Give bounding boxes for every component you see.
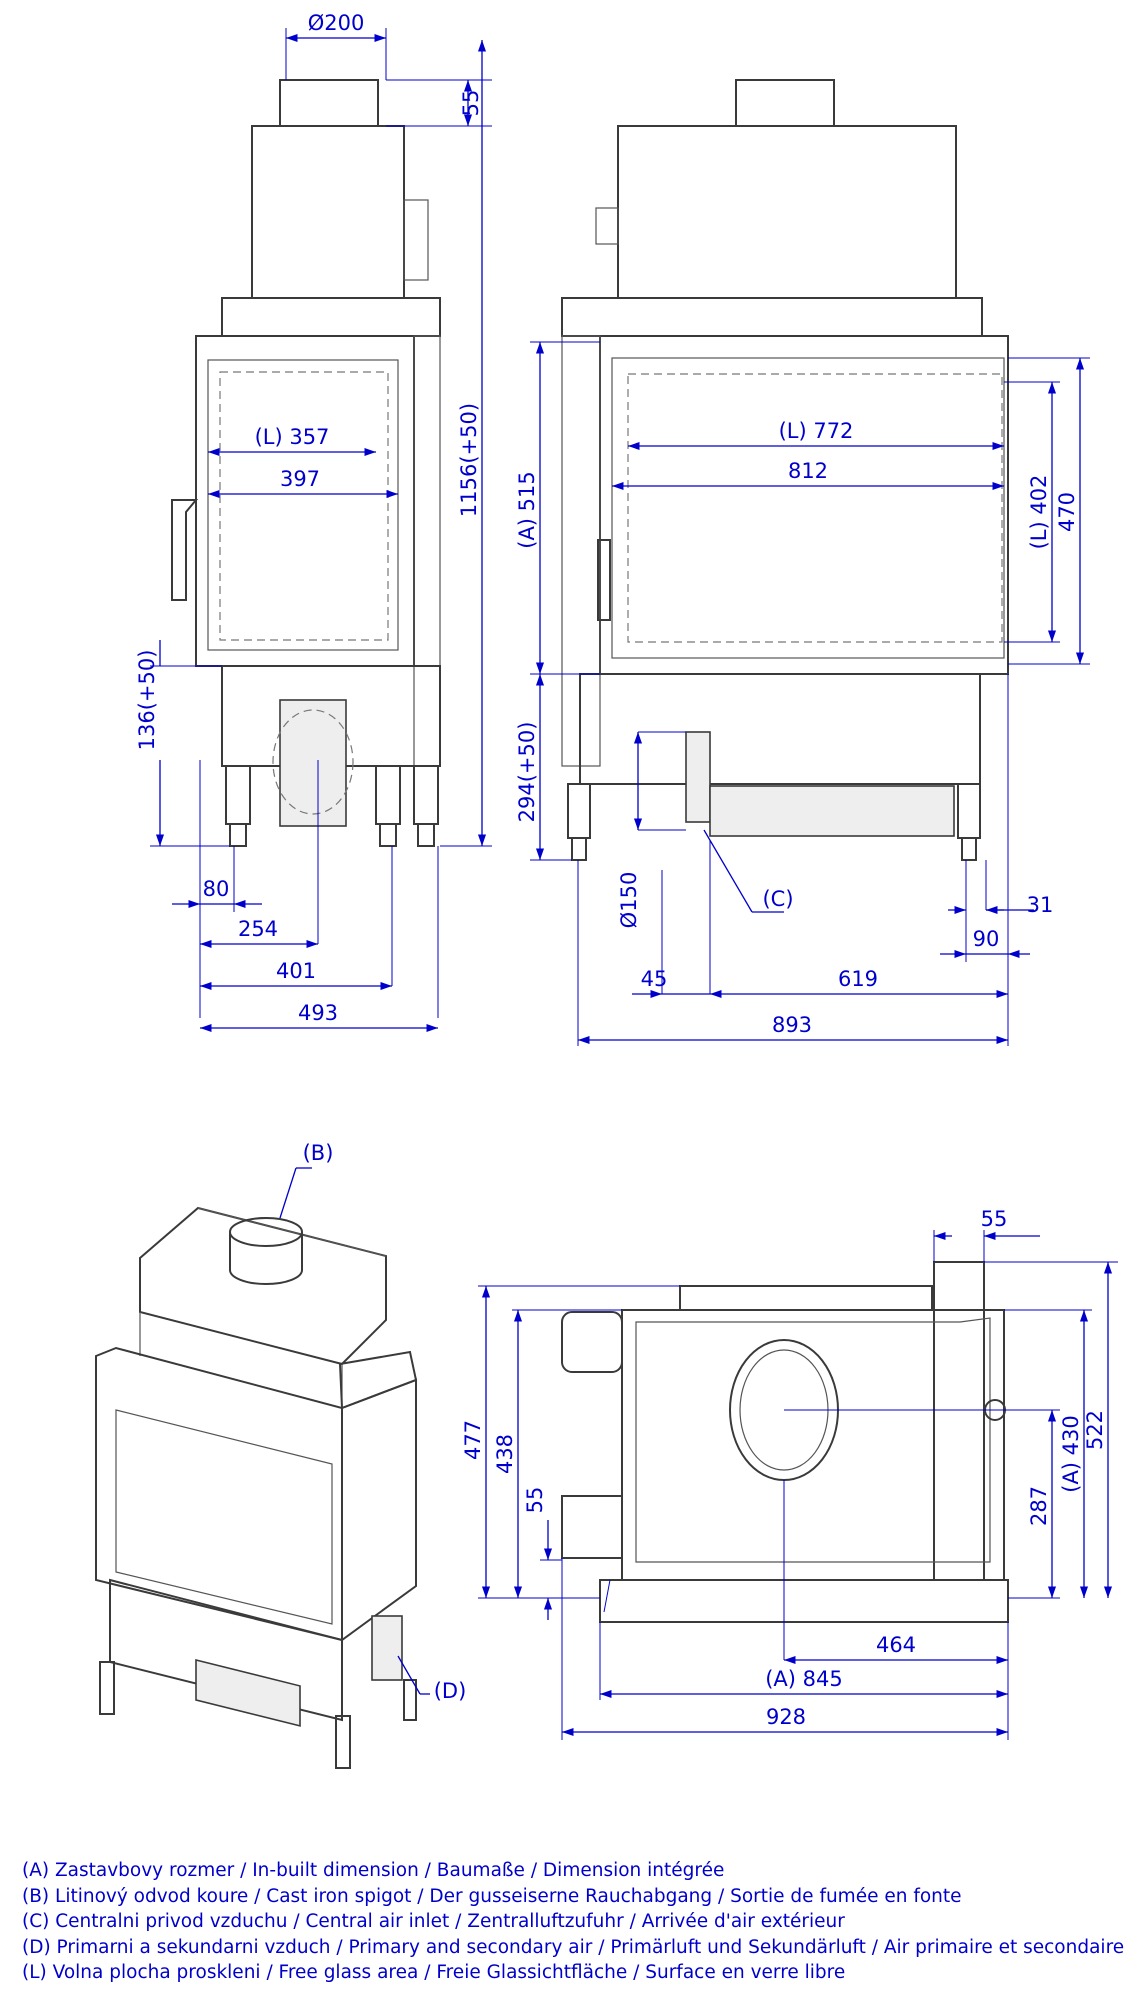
dim-front-bottom-height: 294(+50): [515, 722, 539, 823]
dim-plan-287: 287: [1027, 1486, 1051, 1526]
front-top-ledge: [561, 297, 983, 337]
side-top-ledge: [221, 297, 441, 337]
iso-leg-front-right: [335, 1715, 351, 1769]
dim-front-height-A: (A) 515: [515, 471, 539, 549]
front-ash-drawer: [709, 785, 955, 837]
dim-plan-522: 522: [1083, 1410, 1107, 1450]
iso-air-label: (D): [434, 1679, 467, 1703]
dim-plan-55-top: 55: [981, 1207, 1008, 1231]
side-view: Ø200 55 1156(+50) (L) 357 397 136(+50) 8…: [135, 11, 492, 1033]
dim-side-glass-L: (L) 357: [255, 425, 330, 449]
side-flue-spigot: [279, 79, 379, 127]
front-air-duct: [685, 731, 711, 823]
legend-row-L: (L) Volna plocha proskleni / Free glass …: [22, 1962, 846, 1983]
front-door-frame: [599, 335, 1009, 675]
legend-row-D: (D) Primarni a sekundarni vzduch / Prima…: [22, 1936, 1125, 1958]
side-leg-rear: [413, 765, 439, 825]
legend: (A) Zastavbovy rozmer / In-built dimensi…: [22, 1858, 1125, 1986]
dim-plan-464: 464: [876, 1633, 916, 1657]
dim-side-glass-width: 397: [280, 467, 320, 491]
plan-inner-outline: [635, 1317, 991, 1563]
iso-leg-rear: [403, 1679, 417, 1721]
dim-plan-55-left: 55: [523, 1487, 547, 1514]
side-leg-left: [225, 765, 251, 825]
dim-glass-height: 470: [1055, 492, 1079, 532]
dim-front-90: 90: [973, 927, 1000, 951]
dim-plan-928: 928: [766, 1705, 806, 1729]
dim-front-31: 31: [1027, 893, 1054, 917]
side-door-handle: [171, 499, 199, 601]
dim-glass-height-L: (L) 402: [1027, 475, 1051, 550]
iso-top-ledge: [338, 1350, 418, 1410]
front-leg-right: [957, 783, 981, 839]
iso-front-glass: [115, 1409, 333, 1625]
dim-flue-diameter: Ø200: [308, 11, 365, 35]
front-lower-body: [579, 673, 981, 785]
plan-top-rail: [679, 1285, 933, 1311]
isometric-view: (B) (D): [95, 1141, 467, 1769]
front-leg-left: [567, 783, 591, 839]
iso-ash-drawer: [195, 1659, 301, 1727]
front-glass-frame: [611, 357, 1005, 659]
side-foot-left: [229, 823, 247, 847]
plan-view: 55 477 438 55 287 (A) 430 522 464 (A) 84…: [461, 1207, 1118, 1740]
dim-side-493: 493: [298, 1001, 338, 1025]
iso-air-control: [371, 1615, 403, 1681]
side-foot-rear: [417, 823, 435, 847]
front-upper-box: [617, 125, 957, 299]
plan-spigot-left: [561, 1311, 623, 1373]
legend-row-A: (A) Zastavbovy rozmer / In-built dimensi…: [22, 1860, 725, 1881]
front-side-collar: [595, 207, 619, 245]
side-upper-box: [251, 125, 405, 299]
side-door-frame: [195, 335, 415, 667]
dim-flue-height: 55: [459, 90, 483, 117]
dim-plan-438: 438: [493, 1434, 517, 1474]
front-flue-spigot: [735, 79, 835, 127]
dim-front-glass-L: (L) 772: [779, 419, 854, 443]
plan-lower-left: [561, 1495, 623, 1559]
dim-total-height: 1156(+50): [457, 403, 481, 517]
dim-front-893: 893: [772, 1013, 812, 1037]
front-foot-right: [961, 837, 977, 861]
side-air-box: [279, 699, 347, 827]
dim-front-45: 45: [641, 967, 668, 991]
front-foot-left: [571, 837, 587, 861]
side-glass-free-area: [219, 371, 389, 641]
plan-front-base: [599, 1579, 1009, 1623]
dim-air-inlet-diameter: Ø150: [617, 872, 641, 929]
dim-plan-430-A: (A) 430: [1059, 1415, 1083, 1493]
side-air-inlet-outline: [272, 709, 354, 815]
iso-leg-front-left: [99, 1661, 115, 1715]
iso-side-glass: [341, 1378, 417, 1642]
dim-front-619: 619: [838, 967, 878, 991]
dim-front-glass-width: 812: [788, 459, 828, 483]
front-glass-free-area: [627, 373, 1003, 643]
front-air-inlet-label: (C): [762, 887, 793, 911]
legend-row-B: (B) Litinový odvod koure / Cast iron spi…: [22, 1885, 962, 1907]
dim-side-254: 254: [238, 917, 278, 941]
iso-upper-box: [139, 1206, 387, 1366]
side-glass-frame: [207, 359, 399, 651]
dim-side-401: 401: [276, 959, 316, 983]
side-foot-right: [379, 823, 397, 847]
dim-plan-477: 477: [461, 1420, 485, 1460]
legend-row-C: (C) Centralni privod vzduchu / Central a…: [22, 1911, 845, 1932]
side-flue-collar: [403, 199, 429, 281]
iso-flue-spigot: [229, 1232, 303, 1285]
front-door-hinge: [597, 539, 611, 621]
side-rear-panel: [413, 335, 441, 767]
dim-plan-845-A: (A) 845: [765, 1667, 843, 1691]
dim-side-bottom-height: 136(+50): [135, 650, 159, 751]
iso-lower-body: [109, 1578, 343, 1722]
dim-side-80: 80: [203, 877, 230, 901]
side-leg-right: [375, 765, 401, 825]
front-view: (L) 772 812 (A) 515 294(+50) (L) 402 470…: [515, 79, 1090, 1046]
iso-flue-label: (B): [303, 1141, 334, 1165]
